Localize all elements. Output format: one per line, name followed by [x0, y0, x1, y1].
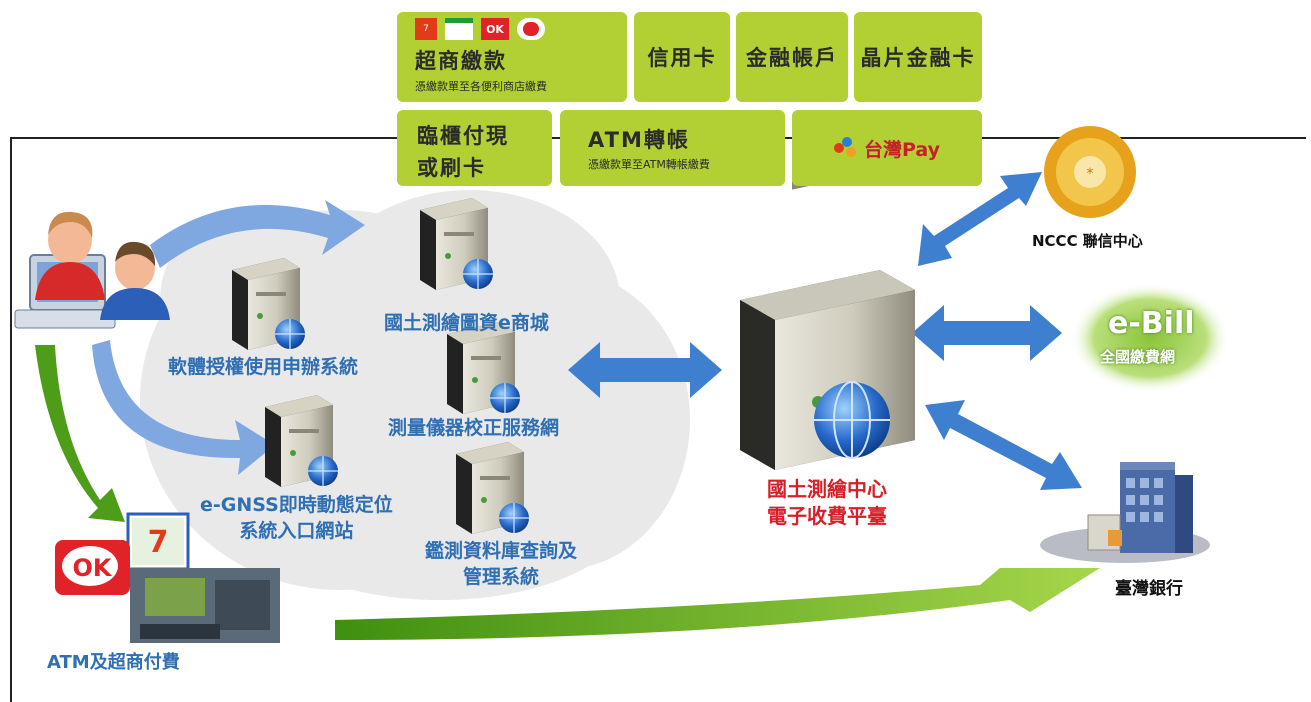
credit-card-box: 信用卡	[634, 12, 730, 102]
user-icon	[14, 211, 170, 329]
familymart-icon	[445, 18, 473, 40]
green-arrow-to-bank	[335, 568, 1100, 640]
atm-transfer-title: ATM轉帳	[588, 128, 690, 152]
seven-eleven-icon: 7	[415, 18, 437, 40]
ok-logo: OK	[73, 554, 113, 582]
convenience-store-payment-box: 7 OK 超商繳款 憑繳款單至各便利商店繳費	[397, 12, 627, 102]
convenience-subtitle: 憑繳款單至各便利商店繳費	[415, 80, 547, 93]
green-arrow-down	[35, 345, 125, 522]
server-icon	[456, 442, 529, 534]
nccc-label: NCCC 聯信中心	[1032, 232, 1143, 250]
atm-convenience-label: ATM及超商付費	[47, 652, 180, 673]
credit-card-label: 信用卡	[647, 46, 717, 70]
chip-card-box: 晶片金融卡	[854, 12, 982, 102]
counter-line2: 或刷卡	[417, 156, 486, 180]
store-logos: 7 OK	[415, 18, 545, 40]
bank-building-icon	[1040, 462, 1210, 563]
blue-double-arrows	[568, 172, 1082, 490]
server-icon	[447, 322, 520, 414]
atm-transfer-box: ATM轉帳 憑繳款單至ATM轉帳繳費	[560, 110, 785, 186]
user-to-systems-arrows	[92, 200, 365, 475]
central-server-icon	[740, 166, 915, 470]
egnss-line2: 系統入口網站	[239, 520, 354, 542]
server-icon	[265, 395, 338, 487]
server-icons	[232, 198, 529, 534]
center-platform-label: 國土測繪中心 電子收費平臺	[762, 476, 892, 530]
hilife-icon	[517, 18, 545, 40]
chip-card-label: 晶片金融卡	[860, 46, 976, 70]
bank-account-label: 金融帳戶	[746, 46, 838, 70]
center-line2: 電子收費平臺	[767, 504, 887, 528]
server-icon	[420, 198, 493, 290]
software-system-label: 軟體授權使用申辦系統	[168, 356, 359, 378]
database-line1: 鑑測資料庫查詢及	[425, 540, 578, 562]
svg-text:*: *	[1087, 166, 1094, 182]
taiwan-pay-label: 台灣Pay	[863, 138, 941, 161]
counter-payment-box: 臨櫃付現 或刷卡	[397, 110, 552, 186]
ebill-logo-text: e-Bill	[1108, 306, 1195, 341]
ebill-label: 全國繳費網	[1100, 348, 1176, 366]
eshop-label: 國土測繪圖資e商城	[384, 312, 549, 334]
instrument-service-label: 測量儀器校正服務網	[388, 417, 560, 439]
taiwan-pay-box: 台灣Pay	[792, 110, 982, 186]
seven-eleven-logo: 7	[148, 525, 169, 560]
database-label: 鑑測資料庫查詢及 管理系統	[425, 538, 577, 590]
nccc-flower-icon: *	[1044, 126, 1136, 218]
bank-label: 臺灣銀行	[1115, 579, 1183, 599]
database-line2: 管理系統	[463, 566, 540, 588]
atm-store-image: 7 OK	[55, 512, 280, 643]
ebill-logo-icon	[1070, 283, 1230, 393]
center-line1: 國土測繪中心	[767, 477, 887, 501]
egnss-line1: e-GNSS即時動態定位	[200, 494, 393, 516]
egnss-label: e-GNSS即時動態定位 系統入口網站	[200, 492, 393, 544]
taiwan-pay-icon	[833, 137, 858, 159]
convenience-title: 超商繳款	[415, 49, 507, 73]
bank-account-box: 金融帳戶	[736, 12, 848, 102]
atm-transfer-subtitle: 憑繳款單至ATM轉帳繳費	[588, 158, 710, 171]
server-icon	[232, 258, 305, 350]
counter-line1: 臨櫃付現	[417, 124, 509, 148]
ok-mart-icon: OK	[481, 18, 509, 40]
